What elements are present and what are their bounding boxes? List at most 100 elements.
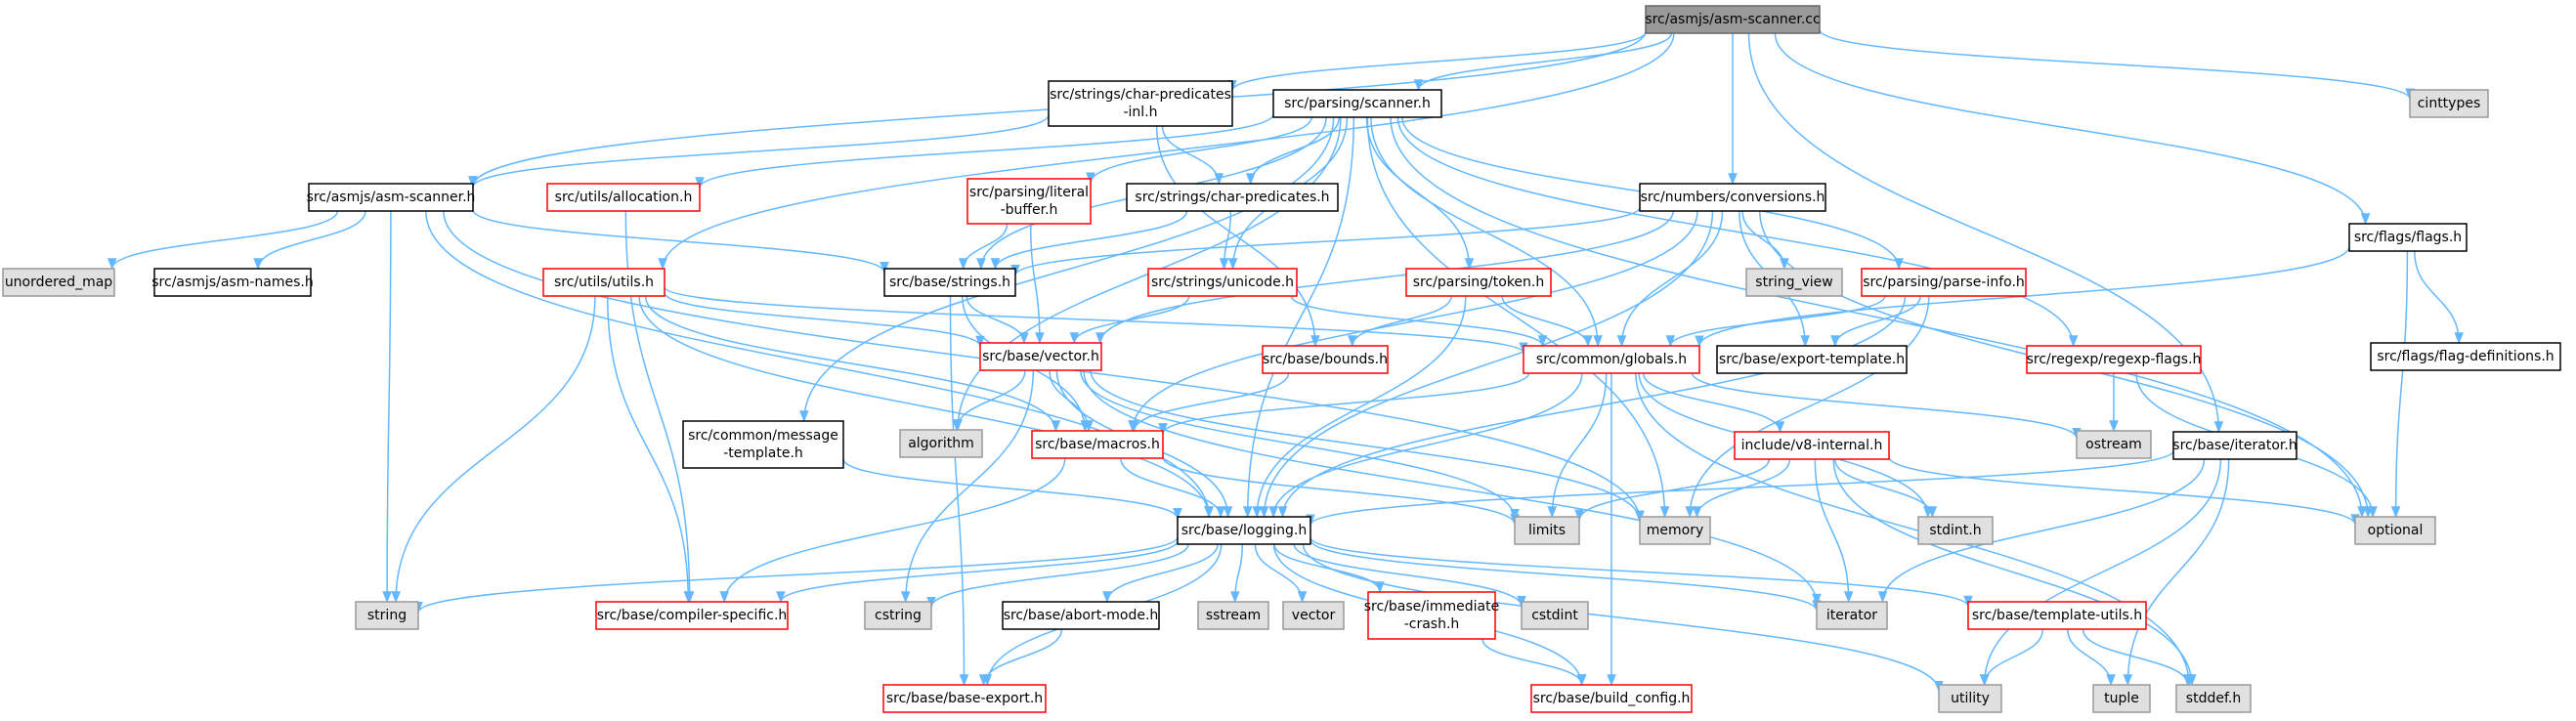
edge-base_iterator-to-utility: [1979, 458, 2222, 687]
node-label: src/asmjs/asm-scanner.h: [307, 190, 476, 205]
edge-line: [1268, 372, 1583, 519]
node-flags-flags[interactable]: src/flags/flags.h: [2348, 223, 2468, 252]
node-regexp-flags[interactable]: src/regexp/regexp-flags.h: [2026, 345, 2202, 374]
node-common-globals[interactable]: src/common/globals.h: [1523, 345, 1700, 374]
edge-common_globals-to-base_logging: [1268, 372, 1583, 519]
edge-line: [1819, 29, 2415, 101]
node-base-strings[interactable]: src/base/strings.h: [883, 268, 1016, 297]
edge-immediate_crash-to-build_config: [1481, 638, 1587, 687]
node-message-template[interactable]: src/common/message-template.h: [682, 420, 844, 469]
node-utility[interactable]: utility: [1938, 684, 2002, 713]
node-strings-unicode[interactable]: src/strings/unicode.h: [1147, 268, 1298, 297]
node-label: iterator: [1826, 608, 1877, 623]
node-immediate-crash[interactable]: src/base/immediate-crash.h: [1364, 591, 1499, 640]
node-root[interactable]: src/asmjs/asm-scanner.cc: [1645, 5, 1821, 34]
node-label: src/flags/flag-definitions.h: [2377, 349, 2554, 364]
edge-line: [1242, 116, 1355, 519]
node-base-iterator[interactable]: src/base/iterator.h: [2172, 431, 2297, 460]
node-template-utils[interactable]: src/base/template-utils.h: [1967, 601, 2147, 630]
edge-base_vector-to-algorithm: [952, 369, 1026, 432]
edge-line: [1128, 210, 1698, 433]
node-asm-scanner-h[interactable]: src/asmjs/asm-scanner.h: [307, 183, 476, 212]
node-stddef-h[interactable]: stddef.h: [2175, 684, 2252, 713]
edge-charpred_h-to-base_strings: [990, 210, 1188, 271]
edge-line: [107, 210, 339, 271]
node-unordered-map[interactable]: unordered_map: [2, 268, 115, 297]
node-base-export[interactable]: src/base/base-export.h: [882, 684, 1047, 713]
edge-common_globals-to-stddef_h: [1635, 372, 2194, 687]
node-export-template[interactable]: src/base/export-template.h: [1716, 345, 1908, 374]
node-build-config[interactable]: src/base/build_config.h: [1530, 684, 1693, 713]
node-memory[interactable]: memory: [1639, 516, 1711, 545]
edge-line: [1129, 372, 1290, 433]
node-utils-utils[interactable]: src/utils/utils.h: [542, 268, 665, 297]
node-utils-alloc[interactable]: src/utils/allocation.h: [546, 183, 701, 212]
edge-line: [644, 295, 1061, 433]
node-string[interactable]: string: [355, 601, 419, 630]
node-charpred-inl[interactable]: src/strings/char-predicates-inl.h: [1048, 80, 1233, 127]
node-abort-mode[interactable]: src/base/abort-mode.h: [1002, 601, 1160, 630]
node-label: src/base/immediate: [1364, 599, 1499, 615]
node-flag-definitions[interactable]: src/flags/flag-definitions.h: [2370, 342, 2561, 371]
edge-numbers_conv-to-base_strings: [1010, 206, 1641, 276]
node-iterator[interactable]: iterator: [1816, 601, 1888, 630]
node-parse-info[interactable]: src/parsing/parse-info.h: [1861, 268, 2027, 297]
node-charpred-h[interactable]: src/strings/char-predicates.h: [1126, 183, 1339, 212]
node-cinttypes[interactable]: cinttypes: [2409, 89, 2489, 118]
node-numbers-conv[interactable]: src/numbers/conversions.h: [1639, 183, 1826, 212]
node-algorithm[interactable]: algorithm: [899, 429, 983, 458]
node-box: [1521, 601, 1589, 630]
edge-line: [1309, 539, 1822, 613]
edge-root-to-utils_utils: [658, 32, 1675, 271]
node-sstream[interactable]: sstream: [1197, 601, 1269, 630]
edge-line: [1365, 116, 1475, 271]
node-label: src/base/export-template.h: [1719, 352, 1905, 367]
node-compiler-specific[interactable]: src/base/compiler-specific.h: [595, 601, 789, 630]
node-parsing-token[interactable]: src/parsing/token.h: [1405, 268, 1552, 297]
node-cstring[interactable]: cstring: [864, 601, 932, 630]
node-parsing-scanner[interactable]: src/parsing/scanner.h: [1272, 89, 1442, 118]
node-label: src/regexp/regexp-flags.h: [2027, 352, 2202, 367]
node-v8-internal[interactable]: include/v8-internal.h: [1734, 431, 1890, 460]
node-cstdint[interactable]: cstdint: [1521, 601, 1589, 630]
node-base-vector[interactable]: src/base/vector.h: [979, 342, 1102, 371]
node-ostream[interactable]: ostream: [2076, 430, 2152, 459]
node-label: src/parsing/parse-info.h: [1863, 275, 2025, 290]
node-box: [1262, 345, 1389, 374]
node-vector[interactable]: vector: [1282, 601, 1345, 630]
node-label: include/v8-internal.h: [1741, 438, 1883, 453]
node-stdint-h[interactable]: stdint.h: [1917, 516, 1994, 545]
node-label: utility: [1951, 691, 1990, 706]
edge-parse_info-to-common_globals: [1665, 295, 1886, 348]
node-string-view[interactable]: string_view: [1745, 268, 1843, 297]
edge-utils_utils-to-compiler_specific: [606, 295, 694, 604]
edge-line: [1254, 543, 1308, 604]
edge-v8_internal-to-optional: [1888, 456, 2360, 527]
edge-line: [1547, 372, 1608, 519]
edge-base_iterator-to-iterator: [1877, 458, 2206, 604]
node-limits[interactable]: limits: [1514, 516, 1580, 545]
edge-root-to-parsing_scanner: [1413, 32, 1673, 92]
node-label: unordered_map: [5, 275, 112, 290]
node-base-logging[interactable]: src/base/logging.h: [1177, 516, 1311, 545]
node-asm-names[interactable]: src/asmjs/asm-names.h: [151, 268, 314, 297]
edge-base_strings-to-base_vector: [966, 295, 1029, 345]
node-base-macros[interactable]: src/base/macros.h: [1031, 430, 1164, 459]
edge-line: [719, 457, 1066, 604]
node-box: [1002, 601, 1160, 630]
edge-line: [1158, 372, 1530, 436]
node-label: sstream: [1206, 608, 1261, 623]
edge-line: [253, 210, 366, 271]
edge-line: [1979, 458, 2222, 687]
node-optional[interactable]: optional: [2354, 516, 2436, 545]
edge-line: [1665, 295, 1886, 348]
node-label: src/base/base-export.h: [886, 691, 1043, 706]
edge-line: [1616, 210, 1724, 348]
edge-utils_utils-to-string: [391, 295, 596, 604]
edge-line: [1273, 543, 1385, 594]
node-literal-buffer[interactable]: src/parsing/literal-buffer.h: [966, 178, 1092, 225]
node-base-bounds[interactable]: src/base/bounds.h: [1262, 345, 1389, 374]
node-label: src/parsing/literal: [969, 185, 1089, 200]
node-box: [1048, 80, 1233, 127]
node-tuple[interactable]: tuple: [2092, 684, 2151, 713]
